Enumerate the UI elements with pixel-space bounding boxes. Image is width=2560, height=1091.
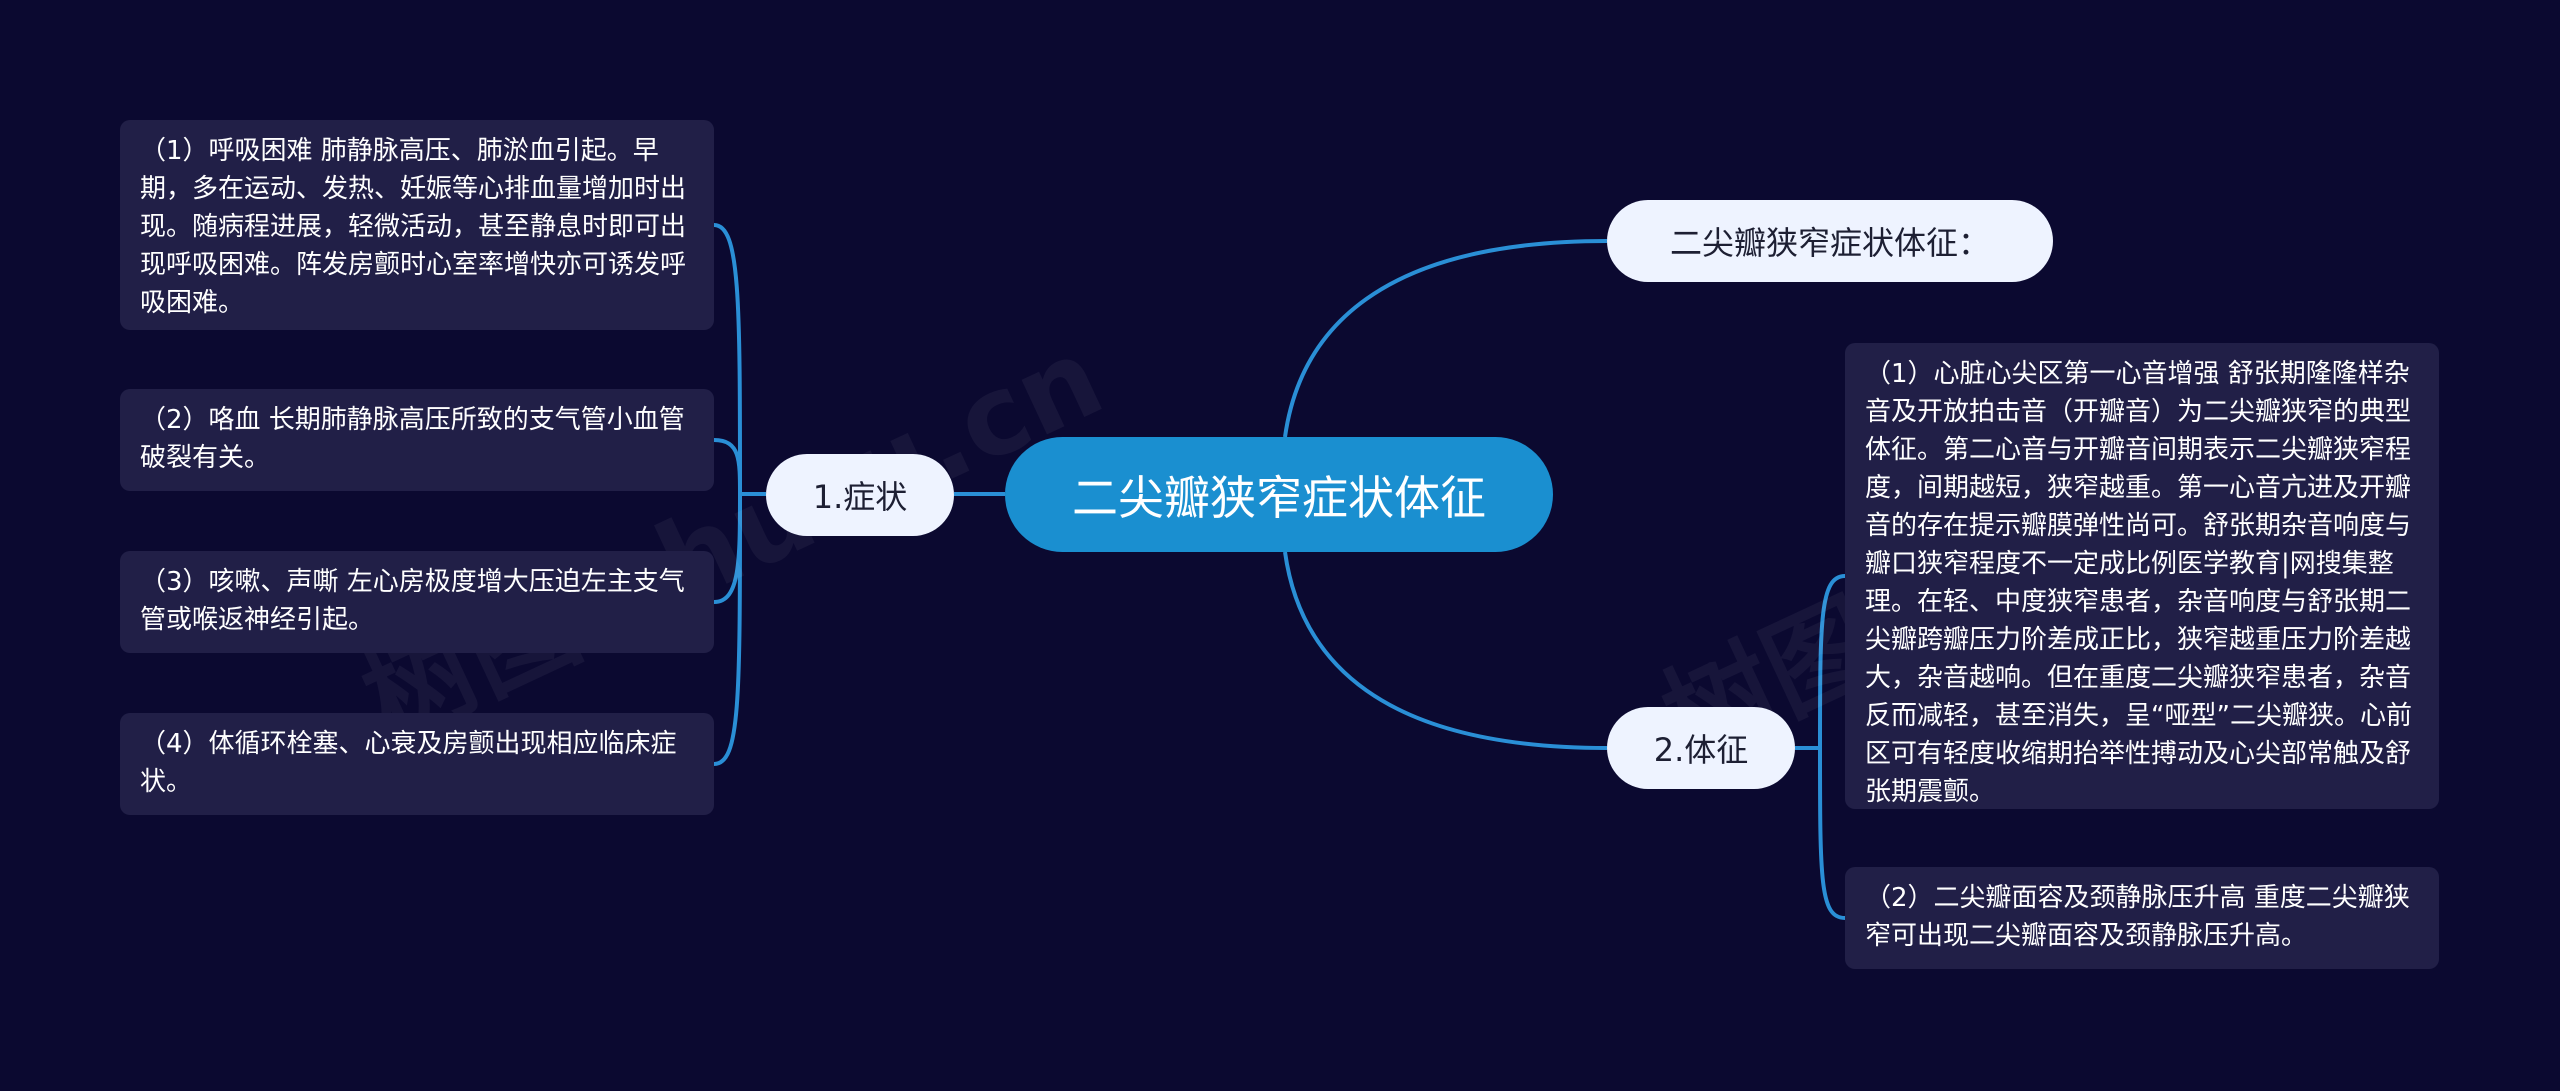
sign-item-heart-sounds[interactable]: （1）心脏心尖区第一心音增强 舒张期隆隆样杂音及开放拍击音（开瓣音）为二尖瓣狭窄…: [1845, 343, 2439, 809]
connector-symptoms-item-3: [713, 493, 742, 604]
symptom-item-dyspnea[interactable]: （1）呼吸困难 肺静脉高压、肺淤血引起。早期，多在运动、发热、妊娠等心排血量增加…: [120, 120, 714, 330]
symptom-item-embolism[interactable]: （4）体循环栓塞、心衰及房颤出现相应临床症状。: [120, 713, 714, 815]
symptom-item-cough-hoarseness[interactable]: （3）咳嗽、声嘶 左心房极度增大压迫左主支气管或喉返神经引起。: [120, 551, 714, 653]
connector-signs-item-2: [1818, 747, 1846, 920]
connector-symptoms-item-1: [713, 223, 742, 495]
connector-root-title-note: [1283, 239, 1608, 438]
branch-title-note[interactable]: 二尖瓣狭窄症状体征：: [1607, 200, 2053, 282]
connector-symptoms-item-2: [713, 438, 742, 495]
connector-root-signs: [1283, 551, 1608, 750]
branch-symptoms[interactable]: 1.症状: [766, 454, 954, 536]
branch-signs[interactable]: 2.体征: [1607, 707, 1795, 789]
connector-signs-item-1: [1818, 574, 1846, 749]
connector-symptoms-item-4: [713, 493, 742, 766]
symptom-item-hemoptysis[interactable]: （2）咯血 长期肺静脉高压所致的支气管小血管破裂有关。: [120, 389, 714, 491]
sign-item-mitral-facies[interactable]: （2）二尖瓣面容及颈静脉压升高 重度二尖瓣狭窄可出现二尖瓣面容及颈静脉压升高。: [1845, 867, 2439, 969]
root-node[interactable]: 二尖瓣狭窄症状体征: [1005, 437, 1553, 552]
